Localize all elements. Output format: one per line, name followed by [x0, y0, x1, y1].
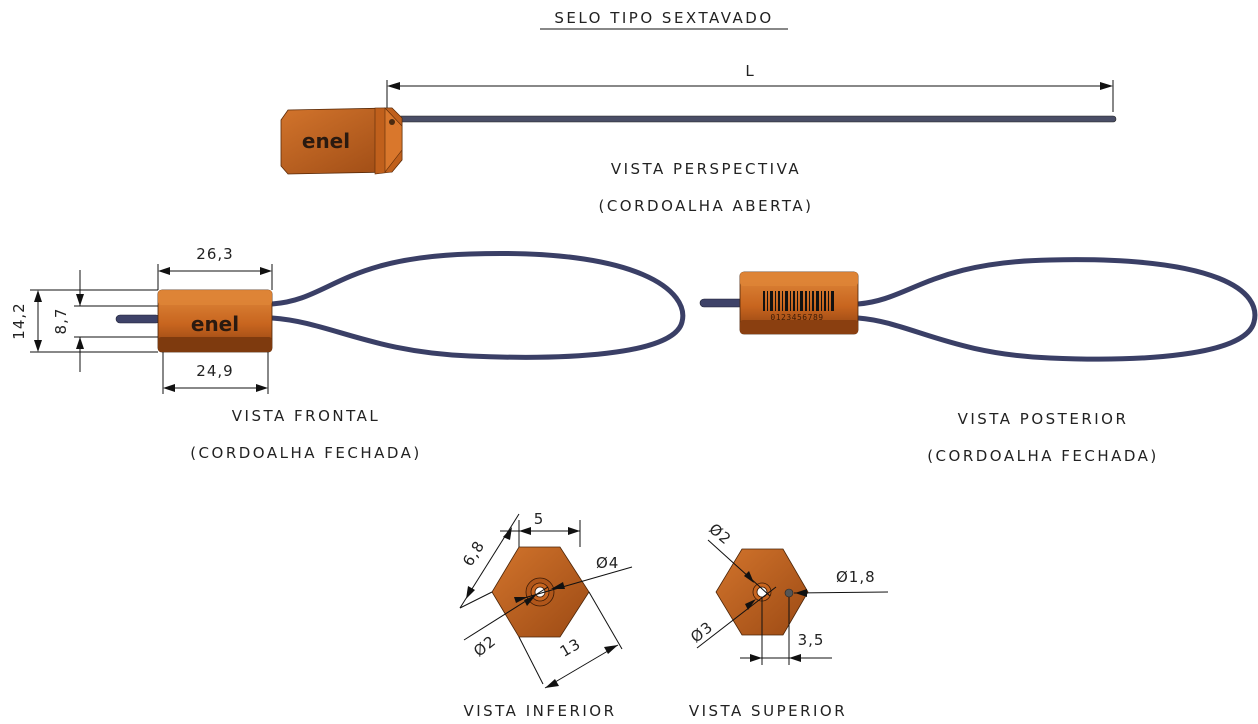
- top-view: Ø2 Ø3 Ø1,8 3,5 VISTA SUPERIOR: [687, 520, 889, 720]
- front-bottom-width-label: 24,9: [196, 362, 233, 380]
- perspective-label-2: (CORDOALHA ABERTA): [598, 197, 813, 215]
- rear-wire-end: [699, 298, 745, 308]
- bottom-across-label: 13: [557, 635, 584, 661]
- bottom-view: 5 6,8 Ø4 Ø2 13 VISTA INFERIOR: [459, 510, 633, 720]
- rear-label-2: (CORDOALHA FECHADA): [927, 447, 1159, 465]
- rear-label-1: VISTA POSTERIOR: [958, 410, 1129, 428]
- length-dimension-label: L: [745, 62, 754, 80]
- front-outer-height-label: 14,2: [10, 302, 28, 339]
- front-label-1: VISTA FRONTAL: [232, 407, 380, 425]
- front-view: 26,3 enel 24,9 14,2 8,7 VISTA FRONTAL (C…: [10, 245, 686, 462]
- bottom-width-label: 5: [534, 510, 545, 528]
- bottom-side-label: 6,8: [459, 537, 488, 569]
- front-label-2: (CORDOALHA FECHADA): [190, 444, 422, 462]
- front-inner-height-label: 8,7: [52, 308, 70, 335]
- front-wire-end: [115, 314, 161, 324]
- top-offset-label: 3,5: [798, 631, 825, 649]
- rear-view: 0123456789 VISTA POSTERIOR (CORDOALHA FE…: [699, 257, 1258, 465]
- top-upper-diameter-label: Ø2: [705, 520, 734, 549]
- top-view-label: VISTA SUPERIOR: [689, 702, 847, 720]
- barcode: [763, 291, 834, 311]
- rear-wire-loop: [857, 257, 1258, 362]
- perspective-label-1: VISTA PERSPECTIVA: [611, 160, 801, 178]
- top-left-diameter-label: Ø3: [687, 618, 716, 647]
- bottom-outer-diameter-label: Ø4: [596, 554, 619, 572]
- drawing-title: SELO TIPO SEXTAVADO: [554, 9, 773, 27]
- front-top-width-label: 26,3: [196, 245, 233, 263]
- bottom-view-label: VISTA INFERIOR: [463, 702, 616, 720]
- open-wire: [397, 115, 1117, 123]
- perspective-view: L enel VISTA PERSPECTIVA (CORDOALHA ABER…: [280, 62, 1117, 215]
- front-wire-loop: [271, 250, 686, 360]
- perspective-brand-logo: enel: [302, 129, 350, 153]
- front-brand-logo: enel: [191, 312, 239, 336]
- barcode-number: 0123456789: [770, 313, 823, 322]
- top-wire-diameter-label: Ø1,8: [836, 568, 876, 586]
- bottom-inner-diameter-label: Ø2: [470, 632, 499, 661]
